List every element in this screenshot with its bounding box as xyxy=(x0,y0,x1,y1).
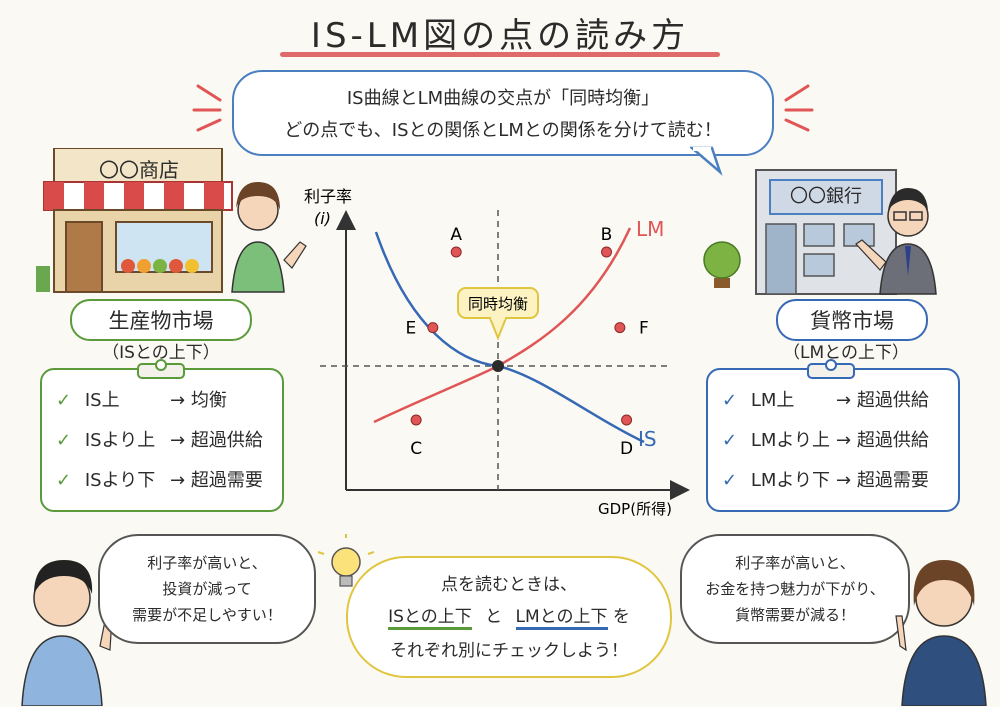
is-label: IS xyxy=(638,427,657,451)
money-row-2-right: 超過供給 xyxy=(856,430,929,451)
lightbulb-icon xyxy=(317,534,375,587)
speech-left: 利子率が高いと、 投資が減って 需要が不足しやすい！ xyxy=(98,534,316,644)
clip-icon xyxy=(807,359,855,379)
point-e xyxy=(427,322,439,334)
speech-right-line-3: 貨幣需要が減る！ xyxy=(734,606,855,624)
tip-and: と xyxy=(485,607,503,627)
check-icon: ✓ xyxy=(56,430,72,451)
shop-sign: 〇〇商店 xyxy=(99,158,179,182)
money-row-1: ✓ LM上 xyxy=(722,386,794,412)
tip-line-1: 点を読むときは、 xyxy=(441,575,577,595)
point-label-f: F xyxy=(639,319,649,339)
tip-line-2: ISとの上下 と LMとの上下 を xyxy=(348,602,670,630)
check-icon: ✓ xyxy=(722,390,738,411)
title-underline xyxy=(280,52,720,57)
intro-bubble-tail xyxy=(690,146,723,176)
sparkle-left-icon xyxy=(192,84,222,132)
goods-row-1: ✓ IS上 xyxy=(56,386,120,412)
money-market-subtitle: （LMとの上下） xyxy=(783,343,909,363)
point-label-c: C xyxy=(410,439,422,459)
arrow-icon: → xyxy=(836,430,852,451)
speech-right: 利子率が高いと、 お金を持つ魅力が下がり、 貨幣需要が減る！ xyxy=(680,534,910,644)
tip-lm-part: LMとの上下 xyxy=(515,607,608,630)
arrow-icon: → xyxy=(170,430,186,451)
bank-sign: 〇〇銀行 xyxy=(790,186,862,207)
money-row-2-left: LMより上 xyxy=(750,430,831,451)
clip-icon xyxy=(137,359,185,379)
y-axis-label-2: (i) xyxy=(314,209,331,228)
equilibrium-label: 同時均衡 xyxy=(468,295,528,313)
point-d xyxy=(621,414,633,426)
money-row-3-left: LMより下 xyxy=(750,470,831,491)
arrow-icon: → xyxy=(170,470,186,491)
arrow-icon: → xyxy=(836,390,852,411)
intro-bubble: IS曲線とLM曲線の交点が「同時均衡」 どの点でも、ISとの関係とLMとの関係を… xyxy=(232,70,774,156)
student-girl-illustration xyxy=(895,560,987,706)
tip-wo: を xyxy=(612,607,630,627)
speech-left-line-1: 利子率が高いと、 xyxy=(147,554,267,572)
check-icon: ✓ xyxy=(722,430,738,451)
goods-row-1-result: → 均衡 xyxy=(170,386,227,412)
money-row-2-result: → 超過供給 xyxy=(836,426,929,452)
money-market-board: ✓ LM上 → 超過供給 ✓ LMより上 → 超過供給 ✓ LMより下 → 超過… xyxy=(706,368,960,512)
intro-line-2: どの点でも、ISとの関係とLMとの関係を分けて読む！ xyxy=(284,120,722,141)
page-title: IS-LM図の点の読み方 xyxy=(310,16,690,56)
goods-market-subtitle: （ISとの上下） xyxy=(102,343,220,363)
money-market-title: 貨幣市場 xyxy=(776,299,928,341)
tip-line-3: それぞれ別にチェックしよう！ xyxy=(390,641,628,661)
check-icon: ✓ xyxy=(56,470,72,491)
arrow-icon: → xyxy=(170,390,186,411)
speech-left-line-3: 需要が不足しやすい！ xyxy=(132,606,282,624)
goods-row-2-left: ISより上 xyxy=(84,430,156,451)
sparkle-right-icon xyxy=(784,84,814,132)
point-f xyxy=(614,322,626,334)
goods-market-board: ✓ IS上 → 均衡 ✓ ISより上 → 超過供給 ✓ ISより下 → 超過需要 xyxy=(40,368,284,512)
x-axis-label: GDP(所得) xyxy=(598,500,672,518)
goods-row-3-left: ISより下 xyxy=(84,470,156,491)
money-row-2: ✓ LMより上 xyxy=(722,426,830,452)
goods-row-1-left: IS上 xyxy=(84,390,120,411)
tip-is-part: ISとの上下 xyxy=(388,607,472,630)
point-a xyxy=(450,246,462,258)
speech-left-line-2: 投資が減って xyxy=(162,580,252,598)
islm-diagram: 利子率 (i) GDP(所得) IS LM 同時均衡 A B E F C D xyxy=(304,187,690,518)
check-icon: ✓ xyxy=(56,390,72,411)
point-b xyxy=(601,246,613,258)
y-axis-label-1: 利子率 xyxy=(304,187,352,206)
money-row-3: ✓ LMより下 xyxy=(722,466,830,492)
arrow-icon: → xyxy=(836,470,852,491)
money-row-1-result: → 超過供給 xyxy=(836,386,929,412)
money-row-3-result: → 超過需要 xyxy=(836,466,929,492)
speech-right-line-2: お金を持つ魅力が下がり、 xyxy=(705,580,885,598)
point-label-a: A xyxy=(450,225,462,245)
goods-row-1-right: 均衡 xyxy=(190,390,227,411)
tip-bubble: 点を読むときは、 ISとの上下 と LMとの上下 を それぞれ別にチェックしよう… xyxy=(346,556,672,678)
lm-label: LM xyxy=(636,217,664,241)
goods-row-2-result: → 超過供給 xyxy=(170,426,263,452)
equilibrium-point xyxy=(492,360,504,372)
money-row-1-left: LM上 xyxy=(750,390,795,411)
goods-row-3-result: → 超過需要 xyxy=(170,466,263,492)
shop-illustration xyxy=(36,148,307,293)
point-label-b: B xyxy=(601,225,613,245)
goods-row-3-right: 超過需要 xyxy=(190,470,263,491)
speech-right-line-1: 利子率が高いと、 xyxy=(735,554,855,572)
check-icon: ✓ xyxy=(722,470,738,491)
goods-row-2-right: 超過供給 xyxy=(190,430,263,451)
intro-line-1: IS曲線とLM曲線の交点が「同時均衡」 xyxy=(346,88,660,109)
goods-market-title: 生産物市場 xyxy=(70,299,252,341)
goods-row-3: ✓ ISより下 xyxy=(56,466,155,492)
money-row-1-right: 超過供給 xyxy=(856,390,929,411)
goods-row-2: ✓ ISより上 xyxy=(56,426,155,452)
point-label-d: D xyxy=(620,439,633,459)
point-label-e: E xyxy=(405,319,416,339)
money-row-3-right: 超過需要 xyxy=(856,470,929,491)
bank-illustration xyxy=(703,169,937,295)
point-c xyxy=(410,414,422,426)
